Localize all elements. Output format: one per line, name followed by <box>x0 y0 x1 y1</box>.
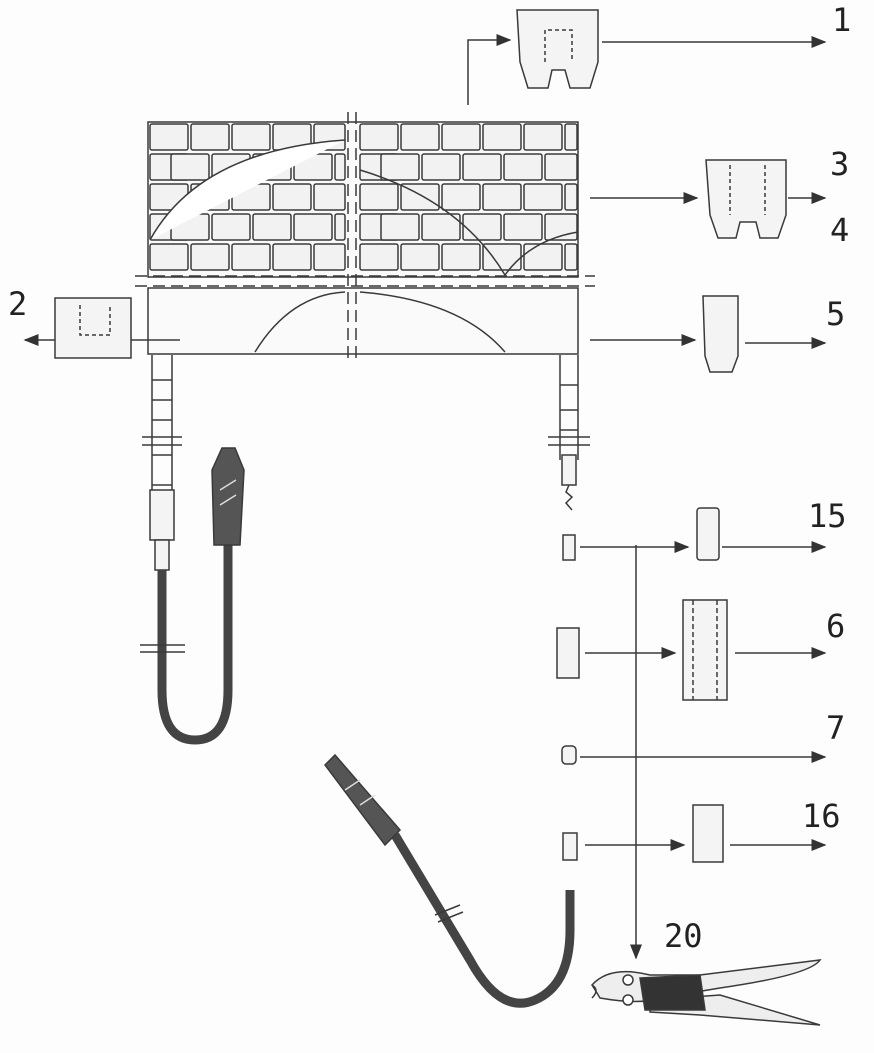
label-part-15: 15 <box>808 497 847 535</box>
brick <box>359 243 399 271</box>
brick <box>149 243 189 271</box>
brick <box>190 243 230 271</box>
part-16-sleeve <box>692 804 724 863</box>
brick <box>211 213 251 241</box>
brick <box>149 123 189 151</box>
part-6-sleeve <box>682 599 728 701</box>
brick <box>359 183 399 211</box>
brick <box>482 183 522 211</box>
small-sleeve-6 <box>556 627 580 679</box>
cable-1 <box>157 540 233 745</box>
left-wire-column <box>142 355 182 571</box>
part-3-4-connector <box>705 159 787 239</box>
small-sleeve-15 <box>562 534 576 561</box>
brick <box>170 153 210 181</box>
brick <box>334 153 346 181</box>
cable-2 <box>391 832 575 1008</box>
brick <box>272 183 312 211</box>
brick <box>503 213 543 241</box>
label-part-7: 7 <box>826 709 846 747</box>
brick <box>564 243 578 271</box>
label-part-20: 20 <box>664 917 703 955</box>
brick <box>441 243 481 271</box>
part-2-connector <box>54 297 132 359</box>
break-lines <box>135 112 595 360</box>
brick <box>359 123 399 151</box>
brick <box>380 153 420 181</box>
brick <box>313 243 346 271</box>
plug-1 <box>211 447 245 546</box>
brick <box>400 243 440 271</box>
brick <box>564 183 578 211</box>
small-sleeve-16 <box>562 832 578 861</box>
brick <box>380 213 420 241</box>
label-part-2: 2 <box>8 285 28 323</box>
label-part-16: 16 <box>802 797 841 835</box>
brick <box>272 243 312 271</box>
arrow-to-part-1 <box>467 34 512 105</box>
connector-block-lower <box>147 287 579 355</box>
label-part-5: 5 <box>826 295 846 333</box>
label-part-3: 3 <box>830 145 850 183</box>
label-part-4: 4 <box>830 211 850 249</box>
right-wire-column <box>548 355 590 511</box>
brick <box>482 243 522 271</box>
brick <box>503 153 543 181</box>
brick <box>441 183 481 211</box>
brick <box>313 183 346 211</box>
brick <box>231 243 271 271</box>
part-15-sleeve <box>696 507 720 561</box>
brick <box>421 213 461 241</box>
brick <box>252 213 292 241</box>
label-part-1: 1 <box>832 1 852 39</box>
brick <box>462 213 502 241</box>
plug-2 <box>324 753 402 847</box>
brick <box>231 123 271 151</box>
brick <box>462 153 502 181</box>
brick <box>544 153 578 181</box>
brick <box>293 213 333 241</box>
part-1-connector <box>516 9 599 89</box>
brick <box>190 123 230 151</box>
brick <box>400 123 440 151</box>
brick <box>523 123 563 151</box>
part-5-terminal <box>702 295 739 373</box>
brick <box>523 243 563 271</box>
brick <box>482 123 522 151</box>
crimping-tool-20 <box>591 959 822 1026</box>
brick <box>334 213 346 241</box>
small-sleeve-7 <box>561 745 577 765</box>
brick <box>564 123 578 151</box>
brick <box>441 123 481 151</box>
label-part-6: 6 <box>826 607 846 645</box>
brick <box>523 183 563 211</box>
brick <box>421 153 461 181</box>
